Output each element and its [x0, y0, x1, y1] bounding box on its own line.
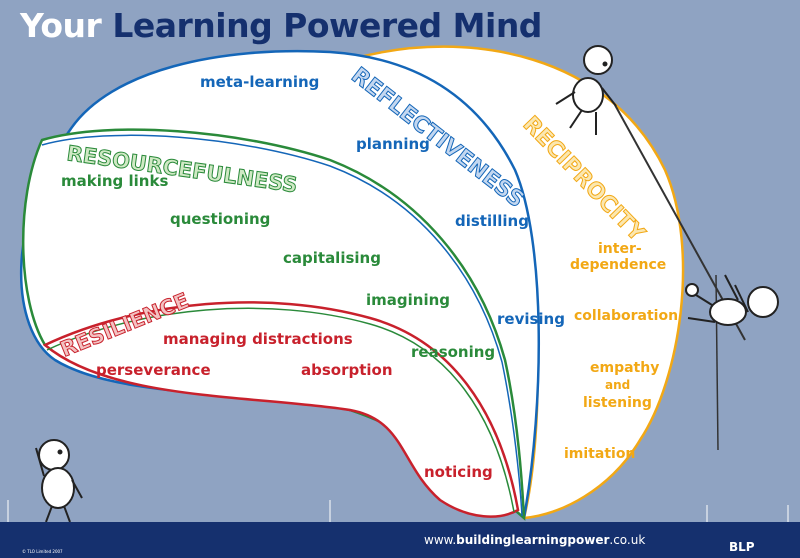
resilience-inner-line	[46, 307, 515, 513]
footer-bar	[0, 522, 800, 558]
managing-distractions-label: managing distractions	[163, 330, 353, 348]
climber-rope-figure	[685, 274, 779, 326]
title-word-your: Your	[20, 6, 102, 45]
perseverance-label: perseverance	[96, 361, 211, 379]
copyright-text: © TLO Limited 2007	[22, 549, 63, 554]
absorption-label: absorption	[301, 361, 393, 379]
climber-top-figure	[555, 45, 617, 135]
noticing-label: noticing	[424, 463, 493, 481]
waving-figure	[35, 439, 83, 523]
title-learning-powered-mind: Learning Powered Mind	[112, 6, 542, 45]
footer-url[interactable]: www.buildinglearningpower.co.uk	[424, 533, 645, 547]
resilience-region	[42, 301, 520, 518]
meta-learning-label: meta-learning	[200, 73, 319, 91]
inter-label: inter-	[598, 241, 642, 257]
dependence-label: dependence	[570, 257, 666, 273]
imagining-label: imagining	[366, 291, 450, 309]
capitalising-label: capitalising	[283, 249, 381, 267]
listening-label: listening	[583, 395, 652, 411]
imitation-label: imitation	[564, 446, 635, 462]
revising-label: revising	[497, 310, 565, 328]
resourcefulness-inner-line	[41, 134, 523, 517]
reasoning-label: reasoning	[411, 343, 495, 361]
url-bold: buildinglearningpower	[456, 533, 610, 547]
blp-logo: BLP	[729, 540, 755, 554]
making-links-label: making links	[61, 172, 168, 190]
and-label: and	[605, 378, 630, 392]
empathy-label: empathy	[590, 360, 659, 376]
url-prefix: www.	[424, 533, 457, 547]
url-suffix: .co.uk	[609, 533, 646, 547]
distilling-label: distilling	[455, 212, 529, 230]
collaboration-label: collaboration	[574, 308, 678, 324]
page-title: Your Learning Powered Mind	[20, 6, 542, 45]
questioning-label: questioning	[170, 210, 270, 228]
planning-label: planning	[356, 135, 430, 153]
